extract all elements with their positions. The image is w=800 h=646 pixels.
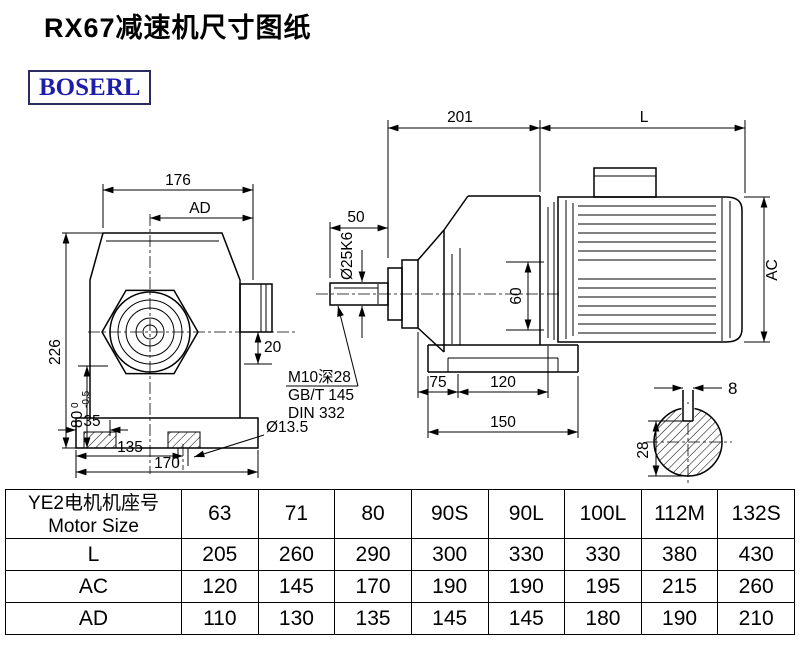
dim-value-cell: 260	[717, 570, 795, 603]
dim-value-cell: 260	[257, 538, 336, 571]
dim-value-cell: 145	[410, 602, 489, 635]
table-header-row: YE2电机机座号 Motor Size 63 71 80 90S 90L 100…	[5, 489, 795, 539]
terminal-box	[593, 167, 657, 198]
dim-value-cell: 205	[181, 538, 259, 571]
dim-value-cell: 170	[334, 570, 412, 603]
thread-note-line2: GB/T 145	[288, 387, 354, 404]
dim-l-label: L	[640, 109, 649, 126]
thread-note-line3: DIN 332	[288, 405, 345, 422]
dim-key-width-label: 8	[728, 379, 737, 398]
motor-size-cell: 80	[334, 489, 412, 539]
dim-75-label: 75	[429, 374, 446, 391]
side-view	[316, 167, 743, 373]
boserl-logo: BOSERL	[28, 70, 152, 105]
row-label-cell: L	[5, 538, 182, 571]
dim-80-label: 80	[69, 410, 86, 428]
motor-size-cell: 90L	[487, 489, 566, 539]
dim-135-label: 135	[117, 439, 143, 456]
dim-value-cell: 145	[487, 602, 566, 635]
dim-value-cell: 330	[487, 538, 566, 571]
row-label-cell: AD	[5, 602, 182, 635]
motor-size-cell: 63	[181, 489, 259, 539]
dim-value-cell: 190	[487, 570, 566, 603]
dim-value-cell: 210	[717, 602, 795, 635]
dim-201-label: 201	[447, 109, 473, 126]
table-row-AD: AD 110 130 135 145 145 180 190 210	[5, 602, 795, 635]
motor-size-header-cell: YE2电机机座号 Motor Size	[5, 489, 182, 539]
side-view-dimensions: 201 L 50 Ø25K6 60 AC M10深28 GB/T 145 DIN…	[286, 109, 781, 438]
dim-value-cell: 330	[564, 538, 642, 571]
dim-50-label: 50	[347, 209, 365, 226]
dim-value-cell: 430	[717, 538, 795, 571]
dim-key-height-label: 28	[635, 441, 652, 458]
dim-value-cell: 180	[564, 602, 642, 635]
motor-size-header-cn: YE2电机机座号	[28, 492, 159, 514]
dim-value-cell: 290	[334, 538, 412, 571]
shaft-section-view: 8 28	[635, 379, 737, 486]
page-title: RX67减速机尺寸图纸	[44, 13, 312, 43]
motor-size-cell: 132S	[717, 489, 795, 539]
dim-value-cell: 135	[334, 602, 412, 635]
dim-150-label: 150	[490, 414, 516, 431]
dim-120-label: 120	[490, 374, 516, 391]
dim-176-label: 176	[165, 172, 191, 189]
thread-note-line1: M10深28	[288, 368, 351, 386]
dim-value-cell: 130	[257, 602, 336, 635]
dim-value-cell: 120	[181, 570, 259, 603]
dim-value-cell: 190	[410, 570, 489, 603]
dimension-table: YE2电机机座号 Motor Size 63 71 80 90S 90L 100…	[5, 489, 795, 635]
dim-foot-hole-label: Ø13.5	[266, 419, 308, 436]
dim-value-cell: 195	[564, 570, 642, 603]
dim-20-label: 20	[264, 339, 282, 356]
dim-35-label: 35	[83, 413, 100, 430]
dim-value-cell: 145	[257, 570, 336, 603]
dim-ad-label: AD	[189, 200, 211, 217]
boserl-logo-text: BOSERL	[39, 74, 141, 101]
motor-size-cell: 112M	[640, 489, 719, 539]
dim-value-cell: 300	[410, 538, 489, 571]
dim-226-label: 226	[47, 339, 64, 365]
dim-80-tol-upper: 0	[70, 402, 81, 408]
dim-80-tol-lower: -0.5	[81, 390, 92, 408]
front-view-dimensions: 176 AD 226 80 0 -0.5 35 135 170 20 Ø13.5	[47, 172, 308, 478]
motor-size-cell: 71	[257, 489, 336, 539]
dim-ac-label: AC	[764, 259, 781, 281]
dim-value-cell: 215	[640, 570, 719, 603]
motor-size-cell: 90S	[410, 489, 489, 539]
motor-size-header-en: Motor Size	[48, 515, 139, 537]
motor-size-cell: 100L	[564, 489, 642, 539]
dim-value-cell: 110	[181, 602, 259, 635]
dim-shaft-diameter-label: Ø25K6	[339, 232, 356, 280]
table-row-AC: AC 120 145 170 190 190 195 215 260	[5, 570, 795, 603]
dim-value-cell: 190	[640, 602, 719, 635]
dim-170-label: 170	[154, 455, 180, 472]
dim-60-label: 60	[508, 287, 525, 305]
dim-value-cell: 380	[640, 538, 719, 571]
row-label-cell: AC	[5, 570, 182, 603]
table-row-L: L 205 260 290 300 330 330 380 430	[5, 538, 795, 571]
motor-fins	[578, 205, 716, 334]
